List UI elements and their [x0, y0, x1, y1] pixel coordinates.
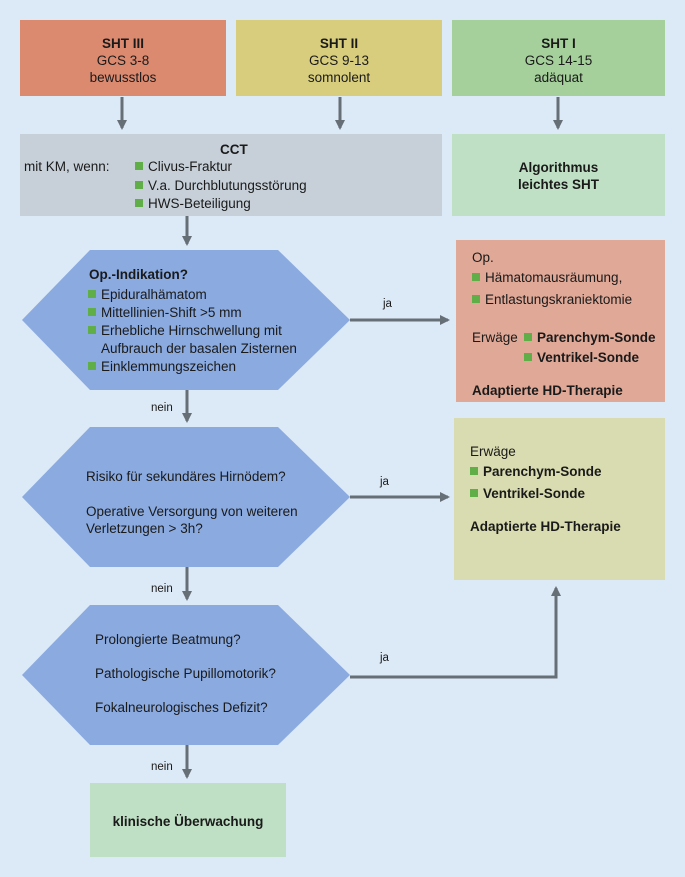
algorithm-box: Algorithmus leichtes SHT [452, 134, 665, 216]
sht1-state: adäquat [534, 70, 583, 85]
bullet-icon [524, 333, 532, 341]
erwaege-sonde: Ventrikel-Sonde [470, 485, 585, 502]
sht1-title: SHT I [541, 36, 576, 51]
op-item: Entlastungskraniektomie [472, 291, 632, 308]
cct-box: CCT mit KM, wenn: Clivus-Fraktur V.a. Du… [20, 134, 442, 216]
bullet-icon [470, 467, 478, 475]
sht2-title: SHT II [319, 36, 359, 51]
hex1-title: Op.-Indikation? [89, 267, 188, 282]
sht3-state: bewusstlos [89, 70, 157, 85]
label-nein: nein [151, 402, 173, 414]
bullet-icon [135, 199, 143, 207]
erwaege-sonde: Parenchym-Sonde [470, 463, 602, 480]
sht2-gcs: GCS 9-13 [308, 53, 370, 68]
bullet-icon [524, 353, 532, 361]
bullet-icon [135, 181, 143, 189]
algorithm-line2: leichtes SHT [517, 177, 600, 192]
hex1-continuation: Aufbrauch der basalen Zisternen [101, 341, 297, 356]
bullet-icon [88, 308, 96, 316]
bullet-icon [135, 162, 143, 170]
hex1-item: Einklemmungszeichen [88, 358, 236, 375]
erwaege-title: Erwäge [470, 444, 516, 459]
hexagon-op-indikation [22, 250, 350, 390]
algorithm-line1: Algorithmus [518, 160, 599, 175]
hex3-question: Fokalneurologisches Defizit? [95, 700, 268, 715]
hex1-item: Epiduralhämatom [88, 286, 207, 303]
bullet-icon [88, 290, 96, 298]
cct-title: CCT [220, 142, 248, 157]
monitoring-box: klinische Überwachung [90, 783, 286, 857]
sht2-state: somnolent [307, 70, 371, 85]
cct-item: V.a. Durchblutungsstörung [135, 177, 307, 194]
label-nein: nein [151, 583, 173, 595]
erwaege-therapy: Adaptierte HD-Therapie [470, 519, 621, 534]
cct-item: HWS-Beteiligung [135, 195, 251, 212]
cct-prefix: mit KM, wenn: [24, 159, 110, 174]
label-ja: ja [380, 476, 389, 488]
monitoring-label: klinische Überwachung [112, 814, 264, 829]
hex1-item: Mittellinien-Shift >5 mm [88, 304, 242, 321]
sht3-gcs: GCS 3-8 [96, 53, 150, 68]
bullet-icon [470, 489, 478, 497]
op-therapy: Adaptierte HD-Therapie [472, 383, 623, 398]
sht1-gcs: GCS 14-15 [524, 53, 593, 68]
cct-item: Clivus-Fraktur [135, 158, 232, 175]
op-sonde: Parenchym-Sonde [524, 329, 656, 346]
hex2-question: Risiko für sekundäres Hirnödem? [86, 469, 286, 484]
op-box: Op. Hämatomausräumung, Entlastungskranie… [456, 240, 665, 402]
hex3-question: Prolongierte Beatmung? [95, 632, 241, 647]
op-sonde: Ventrikel-Sonde [524, 349, 639, 366]
label-ja: ja [380, 652, 389, 664]
arrow-hex3-erwaege [350, 586, 561, 679]
hexagon-hirnoedem [22, 427, 350, 567]
label-nein: nein [151, 761, 173, 773]
erwaege-box: Erwäge Parenchym-Sonde Ventrikel-Sonde A… [454, 418, 665, 580]
sht1-box: SHT I GCS 14-15 adäquat [452, 20, 665, 96]
hex3-question: Pathologische Pupillomotorik? [95, 666, 276, 681]
op-item: Hämatomausräumung, [472, 269, 622, 286]
op-title: Op. [472, 250, 494, 265]
sht3-box: SHT III GCS 3-8 bewusstlos [20, 20, 226, 96]
hex2-question: Operative Versorgung von weiteren [86, 504, 298, 519]
bullet-icon [88, 326, 96, 334]
bullet-icon [472, 295, 480, 303]
bullet-icon [88, 362, 96, 370]
hexagon-beatmung [22, 605, 350, 745]
op-erwaege: Erwäge [472, 330, 518, 345]
hex1-item: Erhebliche Hirnschwellung mit [88, 322, 282, 339]
label-ja: ja [383, 298, 392, 310]
sht3-title: SHT III [101, 36, 144, 51]
sht2-box: SHT II GCS 9-13 somnolent [236, 20, 442, 96]
hex2-question: Verletzungen > 3h? [86, 521, 203, 536]
bullet-icon [472, 273, 480, 281]
